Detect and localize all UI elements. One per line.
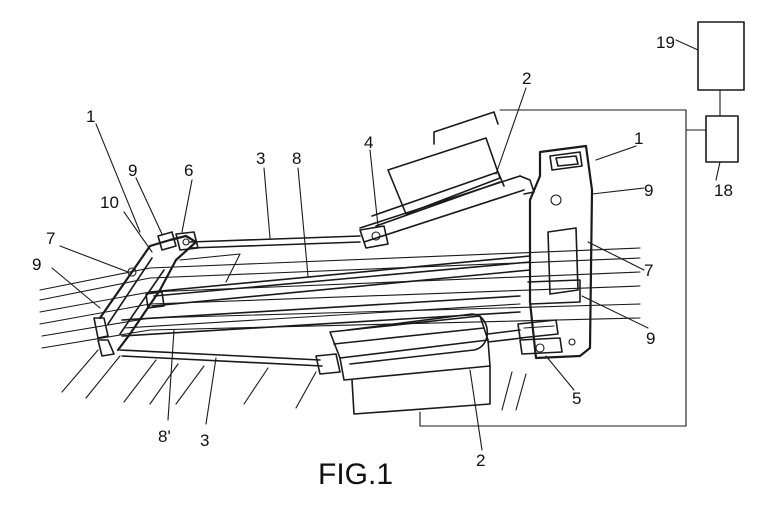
reference-numerals: 1 9 6 10 7 9 3 8 4 2 1 9 7 9 5 2 8' 3 19… <box>32 33 733 470</box>
label-10: 10 <box>100 193 119 212</box>
label-9-left: 9 <box>32 255 41 274</box>
label-4: 4 <box>364 133 373 152</box>
label-9-top-left: 9 <box>128 161 137 180</box>
label-8: 8 <box>292 149 301 168</box>
label-7-left: 7 <box>46 229 55 248</box>
box-19 <box>697 21 745 91</box>
label-2-bottom: 2 <box>476 451 485 470</box>
left-end-frame <box>93 231 199 357</box>
label-8-prime: 8' <box>158 427 171 446</box>
label-9-right-bottom: 9 <box>646 329 655 348</box>
upper-actuator <box>359 111 535 249</box>
label-3-bottom: 3 <box>200 431 209 450</box>
boom-beam-8 <box>149 253 531 307</box>
label-2-top: 2 <box>522 69 531 88</box>
label-3-top: 3 <box>256 149 265 168</box>
control-cable <box>419 89 721 427</box>
label-1-left: 1 <box>86 107 95 126</box>
lower-actuator <box>315 313 523 415</box>
label-9-right-top: 9 <box>644 181 653 200</box>
label-18: 18 <box>714 181 733 200</box>
label-19: 19 <box>656 33 675 52</box>
leader-lines <box>51 39 721 451</box>
label-1-right: 1 <box>634 129 643 148</box>
tie-rods <box>119 235 361 367</box>
label-7-right: 7 <box>644 261 653 280</box>
label-5: 5 <box>572 389 581 408</box>
label-6: 6 <box>184 161 193 180</box>
ground-hatching <box>61 349 527 411</box>
right-end-frame <box>517 144 594 360</box>
figure-caption: FIG.1 <box>318 458 393 491</box>
box-18 <box>705 115 739 163</box>
